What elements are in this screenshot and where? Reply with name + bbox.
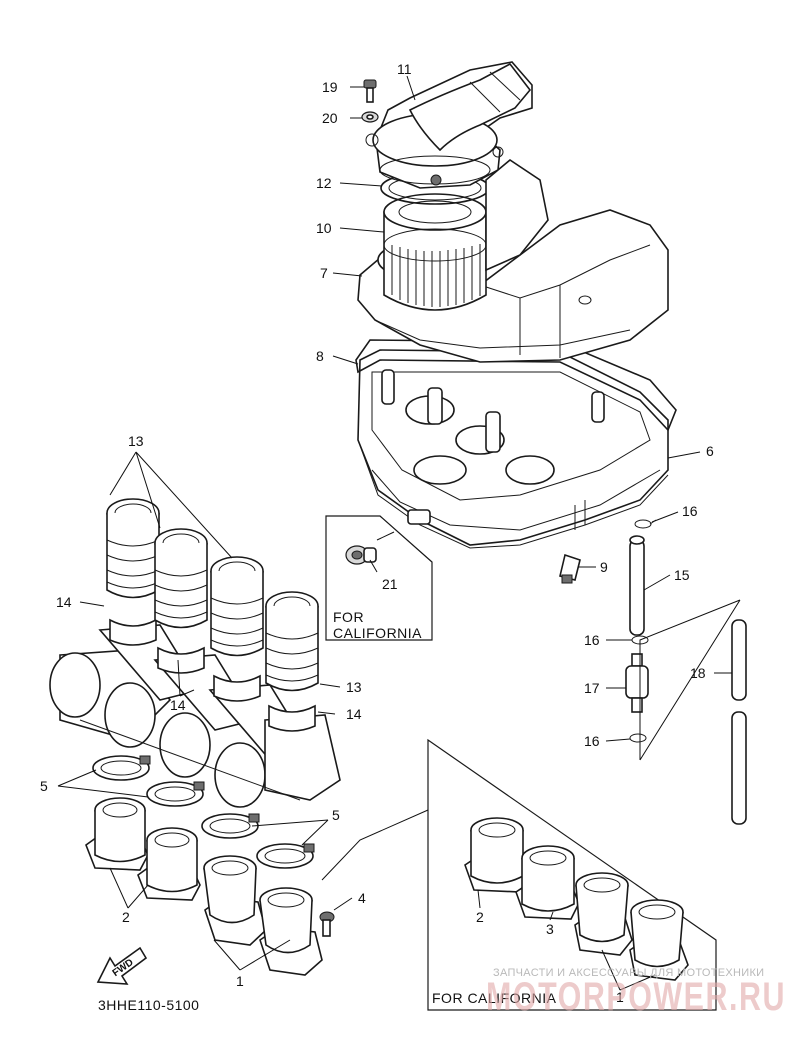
callout-12: 12 <box>316 175 332 191</box>
callout-13-right: 13 <box>346 679 362 695</box>
bolt <box>559 553 581 584</box>
california-label-large: FOR CALIFORNIA <box>432 990 557 1006</box>
clip-lower <box>629 733 647 743</box>
air-joint-2 <box>154 528 208 674</box>
air-cleaner-case-lower <box>357 349 669 549</box>
clamp-2 <box>146 781 205 807</box>
case-side-wall <box>485 159 549 272</box>
carb-joint-1a <box>203 855 267 946</box>
clamp-3 <box>201 813 260 839</box>
callout-2-left: 2 <box>122 909 130 925</box>
callout-20: 20 <box>322 110 338 126</box>
callout-8: 8 <box>316 348 324 364</box>
callout-16-top: 16 <box>682 503 698 519</box>
callout-19: 19 <box>322 79 338 95</box>
california-label-small-line1: FOR <box>333 609 364 625</box>
callout-17: 17 <box>584 680 600 696</box>
callout-7: 7 <box>320 265 328 281</box>
air-filter-element <box>383 193 487 311</box>
callout-13-top: 13 <box>128 433 144 449</box>
california-inset-small <box>325 515 433 641</box>
air-duct-cap <box>365 61 533 189</box>
callout-14-center: 14 <box>170 697 186 713</box>
air-joint-1 <box>106 498 160 646</box>
callout-2-inset: 2 <box>476 909 484 925</box>
clamp-4 <box>256 843 315 869</box>
callout-10: 10 <box>316 220 332 236</box>
catalog-code: 3HHE110-5100 <box>98 997 199 1013</box>
california-inset-large <box>321 738 717 1011</box>
california-label-small-line2: CALIFORNIA <box>333 625 422 641</box>
callout-3-inset: 3 <box>546 921 554 937</box>
watermark-text: ЗАПЧАСТИ И АКСЕССУАРЫ ДЛЯ МОТОТЕХНИКИ <box>493 967 764 979</box>
callout-14-left: 14 <box>56 594 72 610</box>
joint-screw <box>319 911 335 937</box>
callout-1-left: 1 <box>236 973 244 989</box>
callout-5-right: 5 <box>332 807 340 823</box>
callout-6: 6 <box>706 443 714 459</box>
callout-1-inset: 1 <box>616 989 624 1005</box>
callout-5-left: 5 <box>40 778 48 794</box>
callouts: 19 20 11 12 10 7 8 6 16 9 15 16 17 18 16… <box>40 61 714 1005</box>
callout-14-right: 14 <box>346 706 362 722</box>
watermark-logo: MOTORPOWER.RU <box>486 975 786 1019</box>
callout-15: 15 <box>674 567 690 583</box>
callout-16-middle: 16 <box>584 632 600 648</box>
screw <box>363 79 377 103</box>
clamp-1 <box>92 755 151 781</box>
callout-9: 9 <box>600 559 608 575</box>
callout-4: 4 <box>358 890 366 906</box>
callout-18: 18 <box>690 665 706 681</box>
drain-hose <box>629 535 645 636</box>
carb-joint-2a <box>85 797 149 871</box>
carb-joint-1b <box>259 887 323 976</box>
callout-16-bottom: 16 <box>584 733 600 749</box>
breather-hose <box>639 599 747 825</box>
fwd-arrow-icon <box>96 946 148 985</box>
breather-valve <box>625 653 649 713</box>
washer <box>361 111 379 123</box>
air-joint-4 <box>265 591 319 732</box>
callout-11: 11 <box>397 61 412 77</box>
carb-joint-2b <box>137 827 201 901</box>
leader-lines <box>57 75 732 991</box>
callout-21: 21 <box>382 576 398 592</box>
air-joint-3 <box>210 556 264 702</box>
